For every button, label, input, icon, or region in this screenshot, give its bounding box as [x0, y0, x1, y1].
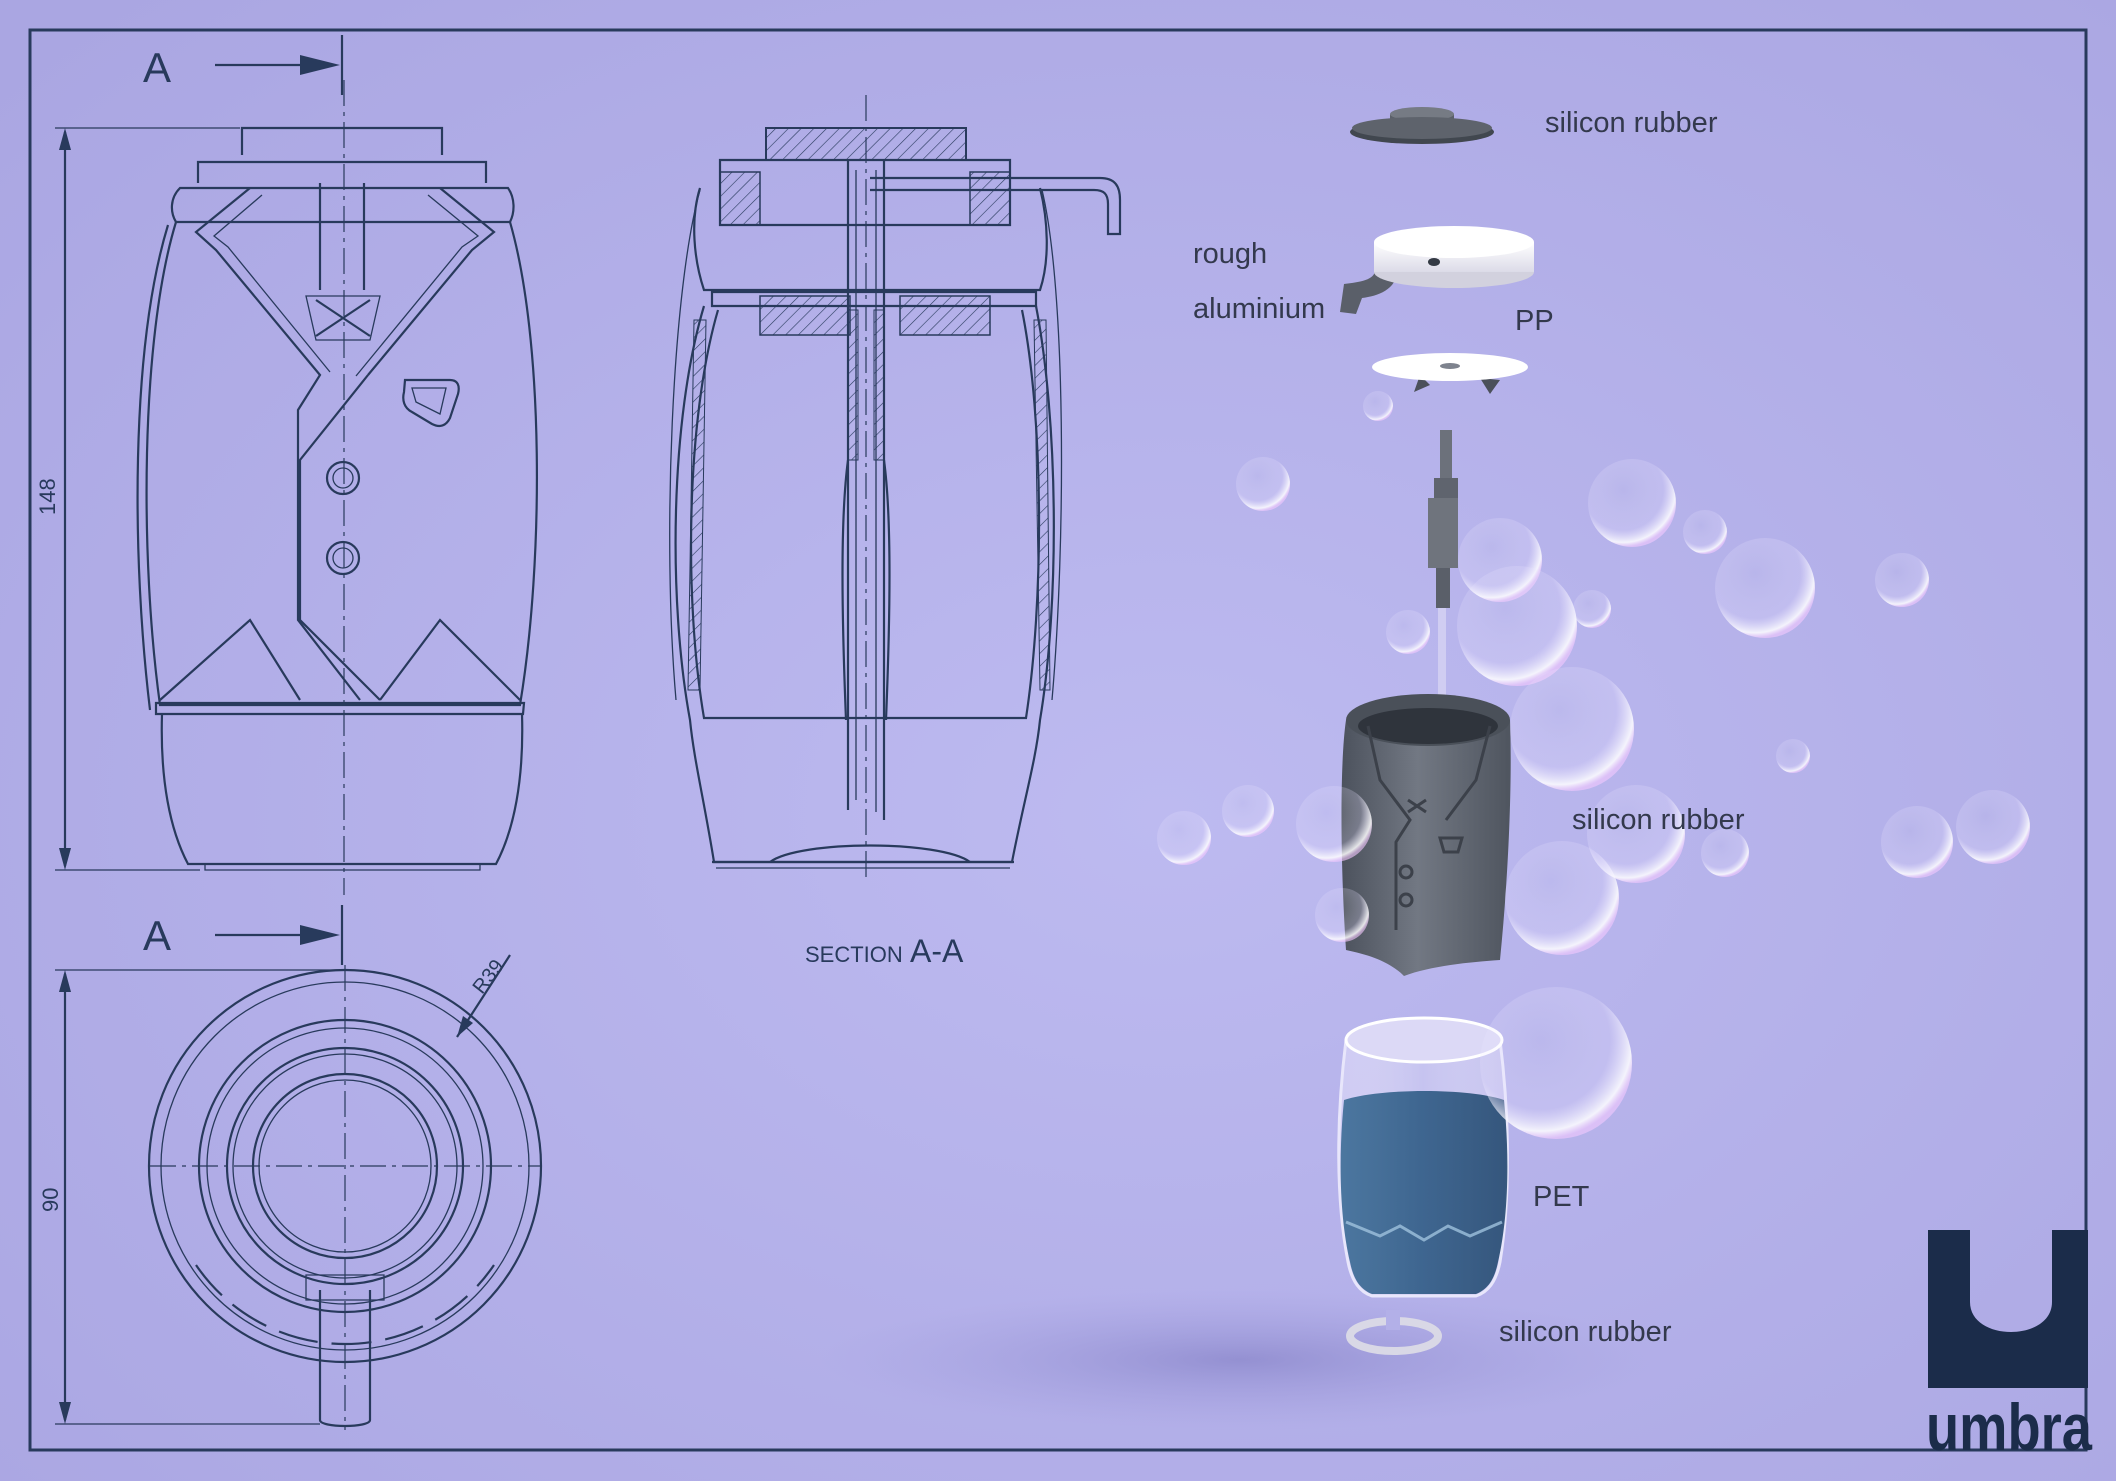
section-marker-bottom: A [143, 912, 171, 959]
umbra-logo: umbra [1926, 1230, 2093, 1464]
rough-label: rough [1193, 238, 1267, 270]
logo-mark-icon [1928, 1230, 2088, 1388]
ring-part [1346, 1310, 1442, 1355]
pump-tube-part [1428, 430, 1458, 730]
diameter-dimension-label: 90 [38, 1188, 63, 1212]
pp-label: PP [1515, 305, 1554, 337]
ring-material-label: silicon rubber [1499, 1316, 1672, 1348]
cap-material-label: silicon rubber [1545, 107, 1718, 139]
height-dimension-label: 148 [35, 478, 60, 515]
drawing-border [28, 28, 2088, 1452]
bottle-part [1337, 1016, 1509, 1298]
sleeve-material-label: silicon rubber [1572, 804, 1745, 836]
pet-label: PET [1533, 1181, 1590, 1213]
section-view [669, 95, 1122, 880]
bubbles [1157, 391, 2030, 1139]
front-view [55, 35, 538, 895]
disc-part [1372, 353, 1528, 394]
section-caption-small: SECTION [805, 942, 903, 967]
section-marker-top: A [143, 44, 171, 91]
pump-head-part [1340, 226, 1534, 314]
bottom-view [55, 905, 543, 1430]
aluminium-label: aluminium [1193, 293, 1325, 325]
drawing-labels: A A 148 90 R39 SECTION A-A [35, 44, 964, 1212]
exploded-render [820, 107, 2030, 1430]
section-caption-big: A-A [910, 933, 964, 969]
sleeve-part [1341, 694, 1511, 976]
material-labels: silicon rubber rough aluminium PP silico… [1193, 107, 1745, 1348]
brand-name: umbra [1926, 1390, 2093, 1464]
cap-part [1350, 107, 1494, 144]
